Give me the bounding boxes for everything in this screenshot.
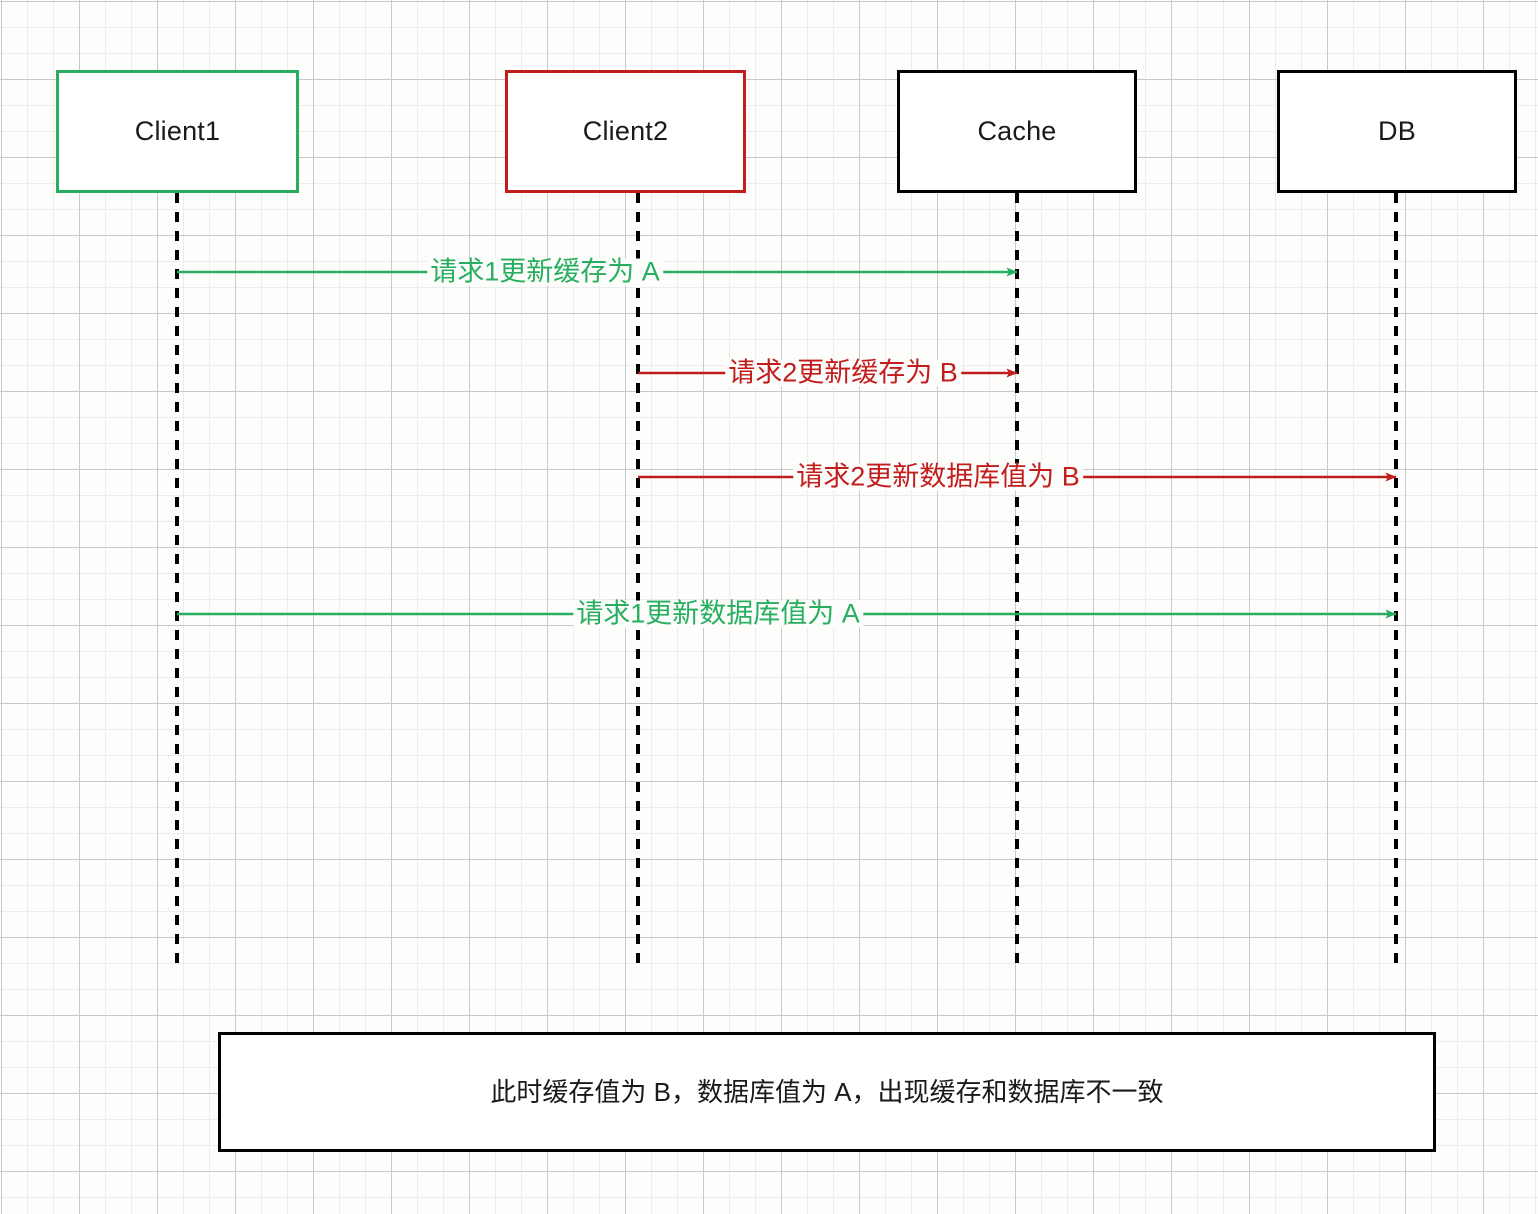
note-box: 此时缓存值为 B，数据库值为 A，出现缓存和数据库不一致 [218, 1032, 1436, 1152]
note-text: 此时缓存值为 B，数据库值为 A，出现缓存和数据库不一致 [490, 1077, 1164, 1107]
participant-label-client1: Client1 [134, 116, 221, 146]
participant-box-db[interactable]: DB [1277, 70, 1517, 193]
message-label-msg-2: 请求2更新缓存为 B [725, 359, 961, 387]
participant-box-cache[interactable]: Cache [897, 70, 1137, 193]
message-arrow-group [177, 267, 1397, 619]
message-label-msg-3: 请求2更新数据库值为 B [793, 463, 1083, 491]
participant-label-client2: Client2 [582, 116, 669, 146]
participant-box-client1[interactable]: Client1 [56, 70, 299, 193]
participant-box-client2[interactable]: Client2 [505, 70, 746, 193]
message-label-msg-1: 请求1更新缓存为 A [427, 258, 663, 286]
participant-label-cache: Cache [977, 116, 1057, 146]
lifeline-group [175, 193, 1398, 972]
message-label-msg-4: 请求1更新数据库值为 A [573, 600, 863, 628]
participant-label-db: DB [1378, 116, 1416, 146]
